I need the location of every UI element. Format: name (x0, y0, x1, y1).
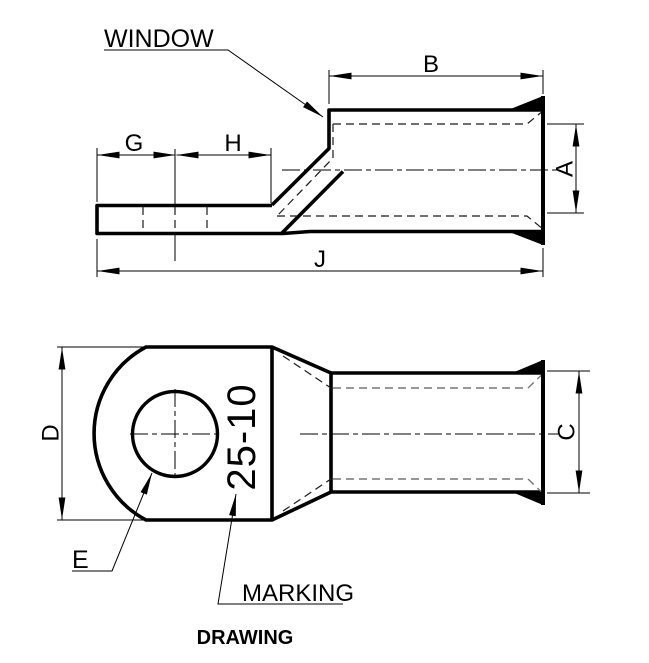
marking-value-text: 25-10 (220, 383, 264, 490)
plan-bore-hidden-top (333, 374, 542, 389)
side-view-barrel-top-outline (270, 108, 543, 207)
window-hidden-line (276, 124, 334, 217)
dim-label-g: G (125, 130, 144, 157)
drawing-title: DRAWING (197, 627, 294, 649)
side-view-palm-outline (95, 203, 543, 236)
plan-taper-hidden-top (282, 355, 332, 389)
side-view-lower-taper (280, 170, 345, 235)
dim-label-c: C (553, 423, 580, 440)
plan-palm-outline (92, 345, 274, 522)
plan-taper-hidden-bottom (282, 478, 332, 512)
dim-label-b: B (423, 51, 439, 78)
flare-bottom-side (508, 231, 543, 245)
bore-bottom-hidden-line (277, 215, 542, 228)
plan-bore-hidden-bottom (333, 478, 542, 493)
flare-top-plan (512, 360, 543, 373)
top-view: D C 25-10 E MARKING (37, 345, 590, 607)
plan-taper-bottom (271, 490, 332, 522)
plan-barrel-outline (329, 371, 543, 494)
bore-top-hidden-line (333, 112, 542, 125)
side-view: B G H J A WINDOW (95, 25, 584, 277)
marking-label: MARKING (242, 580, 354, 607)
plan-taper-top (271, 345, 332, 375)
flare-bottom-plan (512, 492, 543, 505)
dim-label-j: J (314, 246, 326, 273)
e-leader-line (72, 472, 153, 572)
e-label: E (72, 546, 89, 574)
flare-top-side (508, 96, 543, 110)
window-leader-line (104, 49, 324, 118)
dim-label-d: D (37, 424, 64, 441)
dim-label-a: A (551, 161, 578, 177)
marking-leader-line (217, 493, 343, 605)
dim-label-h: H (224, 130, 241, 157)
window-label: WINDOW (104, 25, 214, 53)
